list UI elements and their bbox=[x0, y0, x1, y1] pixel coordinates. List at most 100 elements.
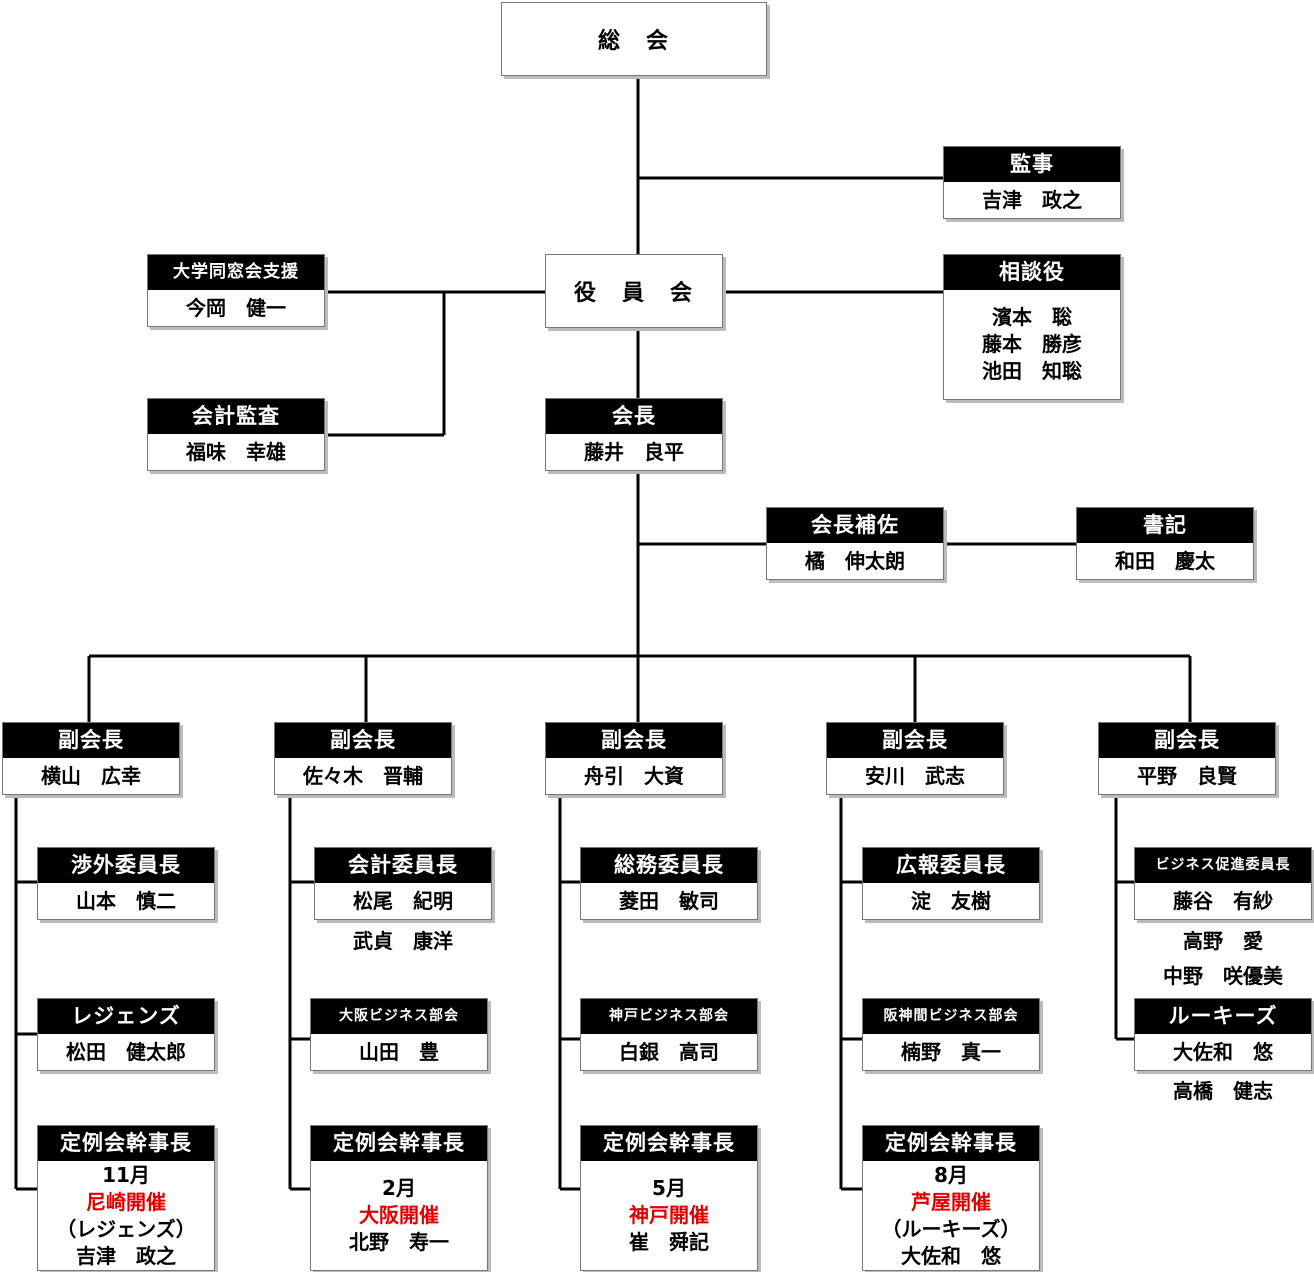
committee-box: 神戸ビジネス部会 白銀 高司 bbox=[580, 998, 758, 1071]
committee-box: 会計委員長 松尾 紀明 bbox=[314, 847, 492, 920]
vp-box: 副会長 安川 武志 bbox=[826, 722, 1004, 795]
committee-title: 阪神間ビジネス部会 bbox=[863, 999, 1039, 1034]
vp-box: 副会長 平野 良賢 bbox=[1098, 722, 1276, 795]
committee-title: ビジネス促進委員長 bbox=[1135, 848, 1311, 883]
vp-box: 副会長 横山 広幸 bbox=[2, 722, 180, 795]
meeting-organizer-box: 定例会幹事長 8月 芦屋開催 （ルーキーズ） 大佐和 悠 bbox=[862, 1125, 1040, 1271]
secretary-box: 書記 和田 慶太 bbox=[1076, 507, 1254, 580]
auditor-name: 吉津 政之 bbox=[982, 187, 1082, 212]
meeting-organizer-details: 11月 尼崎開催 （レジェンズ） 吉津 政之 bbox=[38, 1161, 214, 1270]
vp-box: 副会長 佐々木 晋輔 bbox=[274, 722, 452, 795]
auditor-title: 監事 bbox=[944, 147, 1120, 182]
advisor-title: 相談役 bbox=[944, 255, 1120, 290]
vp-title: 副会長 bbox=[546, 723, 722, 758]
committee-member: 淀 友樹 bbox=[911, 888, 991, 913]
committee-member-extra: 武貞 康洋 bbox=[353, 929, 453, 953]
committee-box: 広報委員長 淀 友樹 bbox=[862, 847, 1040, 920]
meeting-organizer-box: 定例会幹事長 11月 尼崎開催 （レジェンズ） 吉津 政之 bbox=[37, 1125, 215, 1271]
assistant-box: 会長補佐 橘 伸太朗 bbox=[766, 507, 944, 580]
auditor-box: 監事 吉津 政之 bbox=[943, 146, 1121, 219]
meeting-venue: 神戸開催 bbox=[629, 1203, 709, 1227]
board-box: 役 員 会 bbox=[545, 254, 723, 328]
president-name: 藤井 良平 bbox=[584, 439, 684, 464]
meeting-venue: 尼崎開催 bbox=[86, 1189, 166, 1214]
committee-title: レジェンズ bbox=[38, 999, 214, 1034]
meeting-note: （ルーキーズ） bbox=[881, 1216, 1021, 1241]
vp-name: 横山 広幸 bbox=[41, 763, 141, 788]
committee-box: 大阪ビジネス部会 山田 豊 bbox=[310, 998, 488, 1071]
committee-member: 山田 豊 bbox=[359, 1039, 439, 1064]
committee-box: ルーキーズ 大佐和 悠 bbox=[1134, 998, 1312, 1071]
meeting-organizer-title: 定例会幹事長 bbox=[581, 1126, 757, 1161]
committee-member: 松尾 紀明 bbox=[353, 888, 453, 913]
committee-member: 白銀 高司 bbox=[619, 1039, 719, 1064]
committee-title: 神戸ビジネス部会 bbox=[581, 999, 757, 1034]
meeting-organizer-name: 吉津 政之 bbox=[76, 1243, 176, 1268]
secretary-name: 和田 慶太 bbox=[1115, 548, 1215, 573]
vp-box: 副会長 舟引 大資 bbox=[545, 722, 723, 795]
accounting-audit-box: 会計監査 福味 幸雄 bbox=[147, 398, 325, 471]
meeting-organizer-details: 5月 神戸開催 崔 舜記 bbox=[581, 1161, 757, 1270]
meeting-organizer-details: 2月 大阪開催 北野 寿一 bbox=[311, 1161, 487, 1270]
alumni-support-name: 今岡 健一 bbox=[186, 295, 286, 320]
president-title: 会長 bbox=[546, 399, 722, 434]
alumni-support-box: 大学同窓会支援 今岡 健一 bbox=[147, 254, 325, 327]
alumni-support-title: 大学同窓会支援 bbox=[148, 255, 324, 290]
vp-title: 副会長 bbox=[3, 723, 179, 758]
advisor-name: 池田 知聡 bbox=[982, 359, 1082, 383]
meeting-organizer-box: 定例会幹事長 2月 大阪開催 北野 寿一 bbox=[310, 1125, 488, 1271]
assistant-name: 橘 伸太朗 bbox=[805, 548, 905, 573]
advisor-name: 藤本 勝彦 bbox=[982, 332, 1082, 356]
committee-box: レジェンズ 松田 健太郎 bbox=[37, 998, 215, 1071]
meeting-month: 5月 bbox=[652, 1176, 686, 1200]
committee-member-extra: 中野 咲優美 bbox=[1163, 964, 1283, 988]
meeting-organizer-name: 北野 寿一 bbox=[349, 1230, 449, 1254]
committee-member: 大佐和 悠 bbox=[1173, 1039, 1273, 1064]
committee-member-extra: 高橋 健志 bbox=[1173, 1079, 1273, 1103]
meeting-organizer-box: 定例会幹事長 5月 神戸開催 崔 舜記 bbox=[580, 1125, 758, 1271]
meeting-organizer-title: 定例会幹事長 bbox=[38, 1126, 214, 1161]
advisor-names: 濱本 聡 藤本 勝彦 池田 知聡 bbox=[944, 290, 1120, 399]
committee-member-extra: 高野 愛 bbox=[1183, 929, 1263, 953]
accounting-audit-title: 会計監査 bbox=[148, 399, 324, 434]
meeting-venue: 芦屋開催 bbox=[911, 1189, 991, 1214]
vp-title: 副会長 bbox=[1099, 723, 1275, 758]
president-box: 会長 藤井 良平 bbox=[545, 398, 723, 471]
meeting-organizer-name: 大佐和 悠 bbox=[901, 1243, 1001, 1268]
assistant-title: 会長補佐 bbox=[767, 508, 943, 543]
committee-member: 楠野 真一 bbox=[901, 1039, 1001, 1064]
vp-name: 安川 武志 bbox=[865, 763, 965, 788]
meeting-month: 2月 bbox=[382, 1176, 416, 1200]
meeting-month: 8月 bbox=[934, 1162, 968, 1187]
committee-title: 会計委員長 bbox=[315, 848, 491, 883]
meeting-organizer-title: 定例会幹事長 bbox=[863, 1126, 1039, 1161]
committee-box: ビジネス促進委員長 藤谷 有紗 bbox=[1134, 847, 1312, 920]
meeting-organizer-details: 8月 芦屋開催 （ルーキーズ） 大佐和 悠 bbox=[863, 1161, 1039, 1270]
meeting-month: 11月 bbox=[102, 1162, 150, 1187]
committee-member: 山本 慎二 bbox=[76, 888, 176, 913]
vp-name: 平野 良賢 bbox=[1137, 763, 1237, 788]
vp-title: 副会長 bbox=[827, 723, 1003, 758]
committee-box: 渉外委員長 山本 慎二 bbox=[37, 847, 215, 920]
committee-member: 藤谷 有紗 bbox=[1173, 888, 1273, 913]
committee-member: 松田 健太郎 bbox=[66, 1039, 186, 1064]
committee-title: ルーキーズ bbox=[1135, 999, 1311, 1034]
meeting-note: （レジェンズ） bbox=[56, 1216, 196, 1241]
general-meeting-box: 総 会 bbox=[501, 2, 767, 76]
meeting-venue: 大阪開催 bbox=[359, 1203, 439, 1227]
vp-name: 佐々木 晋輔 bbox=[303, 763, 423, 788]
committee-title: 広報委員長 bbox=[863, 848, 1039, 883]
committee-box: 阪神間ビジネス部会 楠野 真一 bbox=[862, 998, 1040, 1071]
committee-title: 大阪ビジネス部会 bbox=[311, 999, 487, 1034]
committee-box: 総務委員長 菱田 敏司 bbox=[580, 847, 758, 920]
advisor-name: 濱本 聡 bbox=[992, 305, 1072, 329]
committee-title: 総務委員長 bbox=[581, 848, 757, 883]
meeting-organizer-name: 崔 舜記 bbox=[629, 1230, 709, 1254]
committee-member: 菱田 敏司 bbox=[619, 888, 719, 913]
vp-title: 副会長 bbox=[275, 723, 451, 758]
committee-title: 渉外委員長 bbox=[38, 848, 214, 883]
accounting-audit-name: 福味 幸雄 bbox=[186, 439, 286, 464]
vp-name: 舟引 大資 bbox=[584, 763, 684, 788]
meeting-organizer-title: 定例会幹事長 bbox=[311, 1126, 487, 1161]
